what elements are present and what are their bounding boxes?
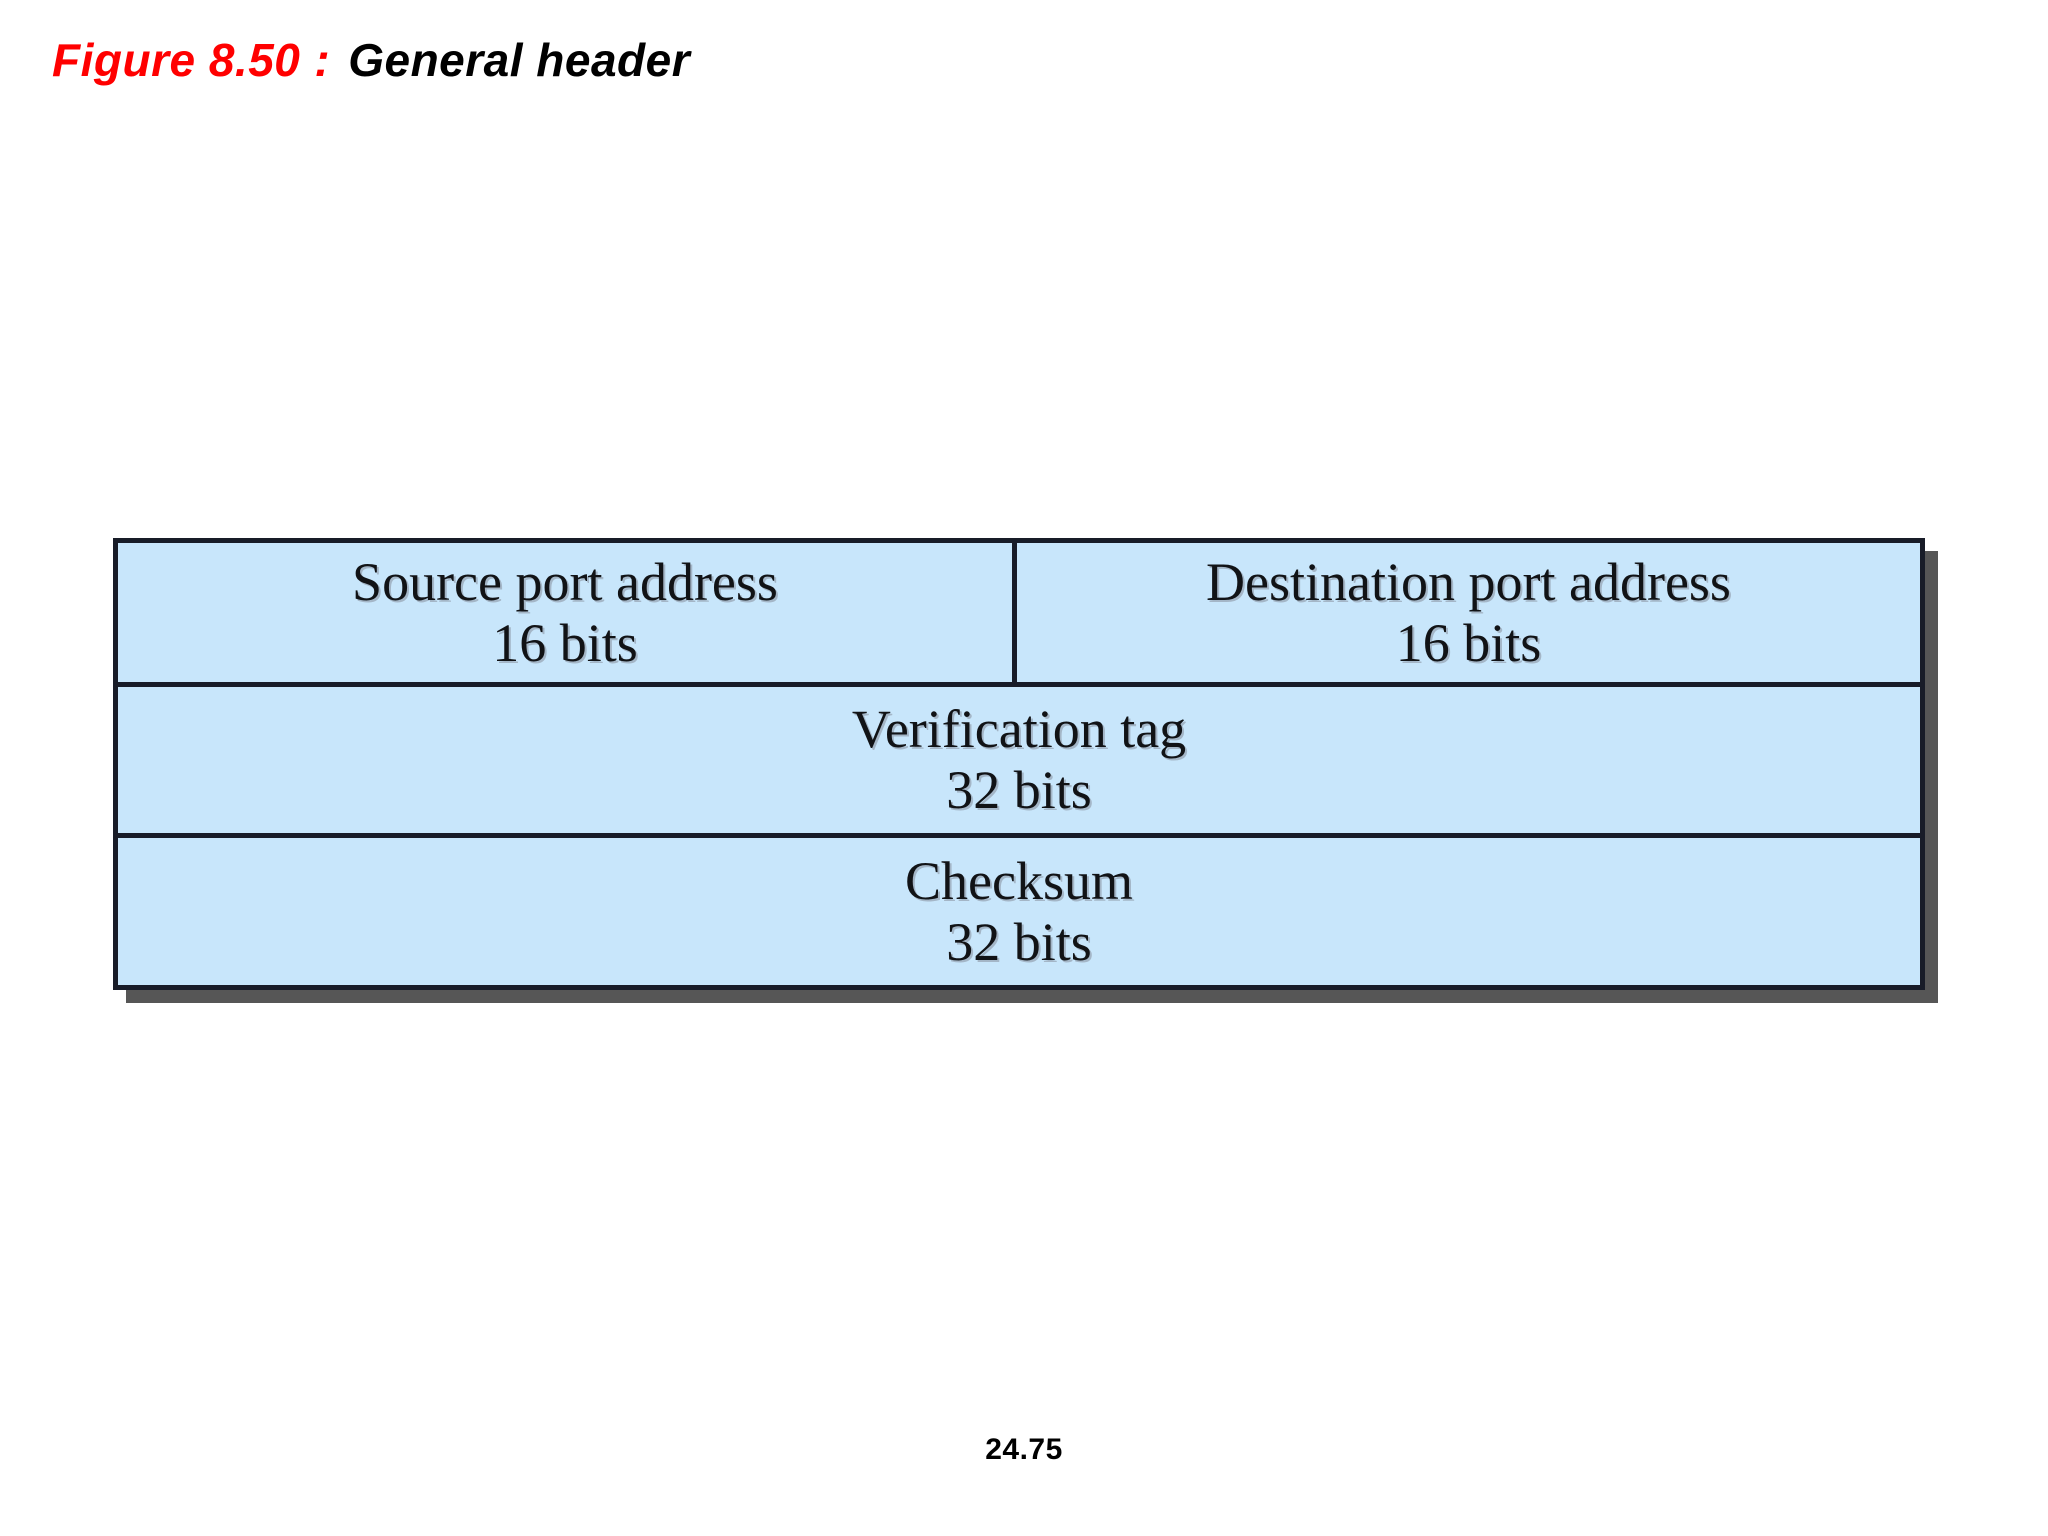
field-checksum: Checksum 32 bits [118,838,1920,985]
table-row-checksum: Checksum 32 bits [118,833,1920,985]
field-destination-port-address: Destination port address 16 bits [1017,543,1920,682]
figure-separator: : [314,34,331,86]
field-source-port-address: Source port address 16 bits [118,543,1017,682]
field-label: Source port address [352,551,778,612]
field-size: 16 bits [492,612,638,673]
field-size: 32 bits [946,760,1092,820]
general-header-diagram: Source port address 16 bits Destination … [113,538,1938,1003]
slide-page-number: 24.75 [985,1433,1063,1466]
figure-title: General header [348,34,691,86]
table-row-port-addresses: Source port address 16 bits Destination … [118,543,1920,682]
field-size: 16 bits [1395,612,1542,673]
field-size: 32 bits [946,911,1092,972]
table-row-verification-tag: Verification tag 32 bits [118,682,1920,833]
header-field-table: Source port address 16 bits Destination … [113,538,1925,990]
figure-caption: Figure 8.50: General header [52,32,690,88]
field-label: Checksum [905,850,1133,911]
field-verification-tag: Verification tag 32 bits [118,687,1920,833]
figure-number: Figure 8.50 [52,34,301,86]
field-label: Verification tag [851,699,1187,759]
field-label: Destination port address [1206,551,1731,612]
